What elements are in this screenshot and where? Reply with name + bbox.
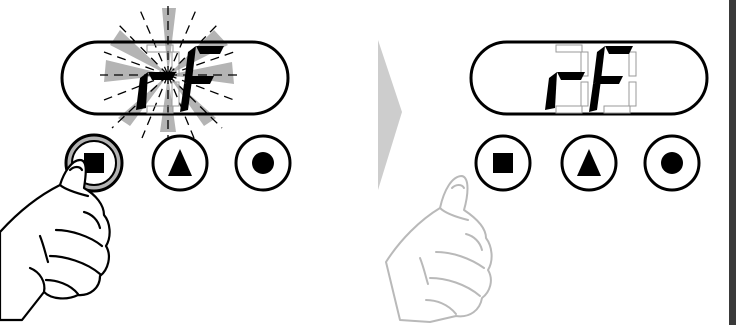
before-circle-button[interactable] [236,136,290,190]
digit-f-lower [589,80,601,112]
digit-r-top [148,72,176,80]
square-icon [84,153,104,173]
before-triangle-button[interactable] [153,136,207,190]
before-panel [0,5,290,320]
after-triangle-button[interactable] [562,136,616,190]
digit-f-top [196,46,224,54]
digit-r-left [545,72,557,110]
after-square-button[interactable] [476,136,530,190]
square-icon [493,153,513,173]
circle-icon [661,152,683,174]
transition-arrow [378,40,402,190]
released-hand [386,176,492,322]
circle-icon [252,152,274,174]
after-display-digits [545,45,636,113]
after-panel [386,42,707,322]
after-circle-button[interactable] [645,136,699,190]
after-display-window [471,42,707,114]
frame-edge-bar [729,0,736,325]
digit-r-top [557,72,585,80]
digit-f-top [605,46,633,54]
